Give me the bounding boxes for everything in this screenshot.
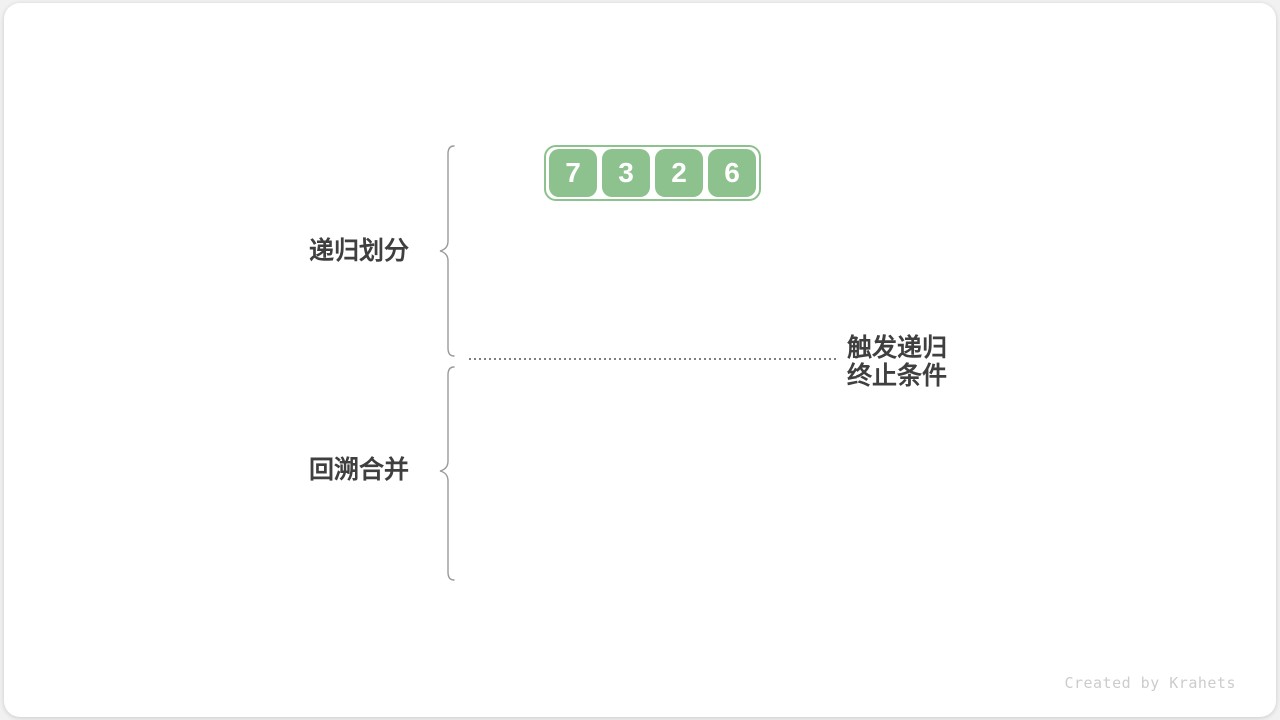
array-cell: 3 <box>602 149 650 197</box>
recursion-base-dotted-line <box>469 358 838 360</box>
curly-braces <box>439 145 455 581</box>
annotation-line-2: 终止条件 <box>847 362 948 390</box>
array-cell: 2 <box>655 149 703 197</box>
label-recursive-divide: 递归划分 <box>309 237 410 265</box>
array-cell: 7 <box>549 149 597 197</box>
brace-recursive-divide-icon <box>439 145 455 357</box>
array-container: 7 3 2 6 <box>544 145 761 201</box>
diagram-card: 7 3 2 6 递归划分 回溯合并 触发递归 终止条件 Created by K… <box>4 3 1276 717</box>
base-case-annotation: 触发递归 终止条件 <box>847 334 947 390</box>
watermark: Created by Krahets <box>1064 674 1236 692</box>
label-backtrack-merge: 回溯合并 <box>309 456 410 484</box>
brace-backtrack-merge-icon <box>439 366 455 581</box>
annotation-line-1: 触发递归 <box>847 334 948 362</box>
array-cell: 6 <box>708 149 756 197</box>
